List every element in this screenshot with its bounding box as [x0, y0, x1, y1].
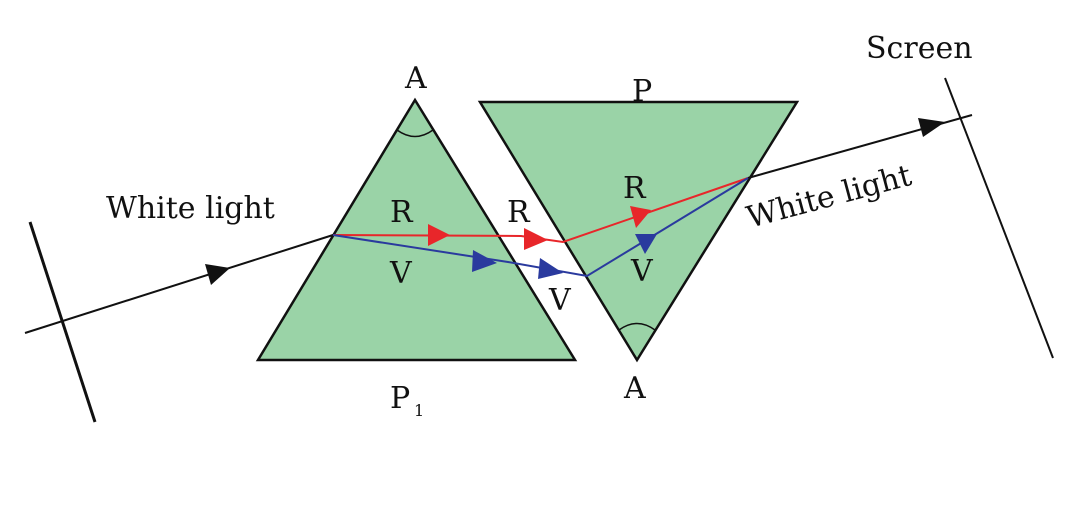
apex-angle-arc-1	[396, 129, 434, 138]
red-arrow-3	[630, 206, 651, 228]
emergent-arrow	[918, 118, 945, 137]
red-label-1: R	[390, 195, 414, 230]
violet-arrow-1	[472, 250, 497, 272]
incident-arrow	[205, 264, 230, 285]
red-label-2: R	[507, 195, 531, 230]
prism-1-label: P	[390, 381, 410, 416]
apex-label-1: A	[404, 61, 427, 96]
white-light-emergent-label: White light	[743, 158, 915, 236]
screen-label: Screen	[866, 31, 973, 66]
apex-label-2: A	[623, 371, 646, 406]
violet-label-3: V	[630, 254, 654, 289]
red-arrow-1	[428, 224, 450, 246]
violet-arrow-2	[538, 258, 563, 279]
violet-label-1: V	[389, 256, 413, 291]
prism-1-subscript: 1	[414, 401, 424, 420]
violet-label-2: V	[548, 283, 572, 318]
red-label-3: R	[623, 171, 647, 206]
apex-angle-arc-2	[618, 322, 656, 331]
violet-arrow-3	[635, 234, 657, 254]
prism-1	[255, 97, 578, 362]
white-light-incident-label: White light	[106, 191, 275, 226]
incident-ray	[24, 234, 334, 334]
screen-line	[944, 77, 1054, 359]
prism-2	[477, 100, 800, 363]
red-arrow-2	[524, 228, 548, 250]
prism-2-label: P	[632, 74, 652, 109]
